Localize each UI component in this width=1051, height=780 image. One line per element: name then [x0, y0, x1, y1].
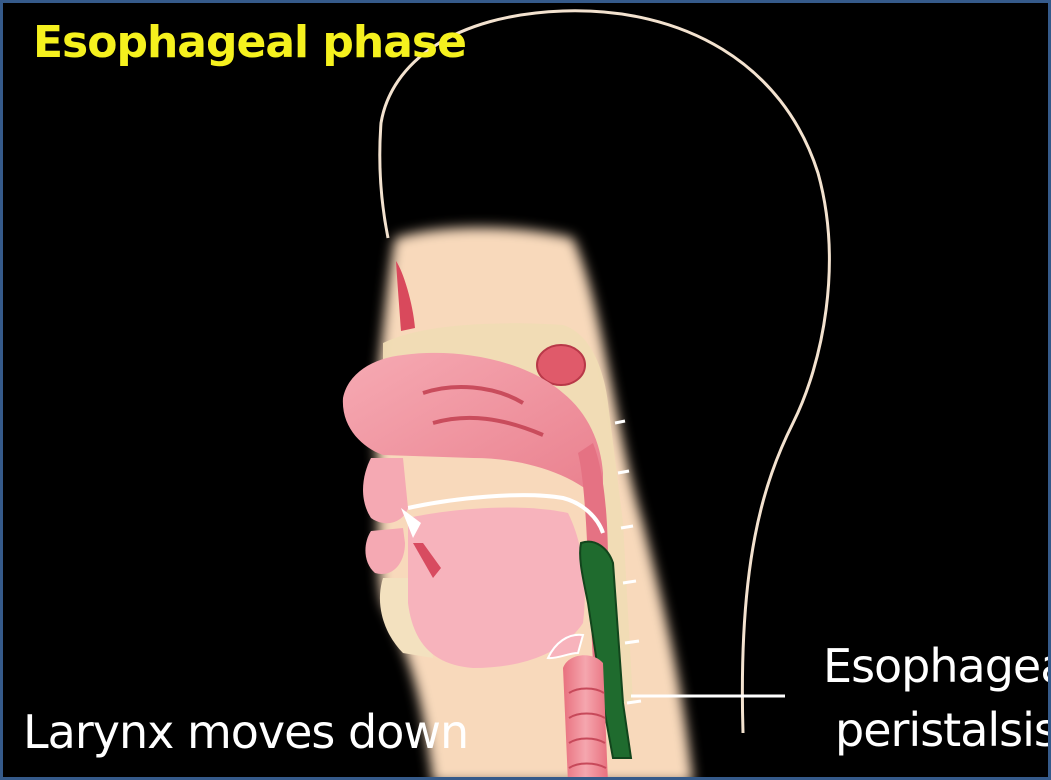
- diagram-title: Esophageal phase: [33, 17, 466, 68]
- upper-lip: [363, 458, 408, 523]
- esophageal-label-line2: peristalsis: [835, 703, 1051, 757]
- larynx-label: Larynx moves down: [23, 705, 468, 759]
- sphenoid-sinus: [537, 345, 585, 385]
- esophageal-label-line1: Esophageal: [823, 639, 1051, 693]
